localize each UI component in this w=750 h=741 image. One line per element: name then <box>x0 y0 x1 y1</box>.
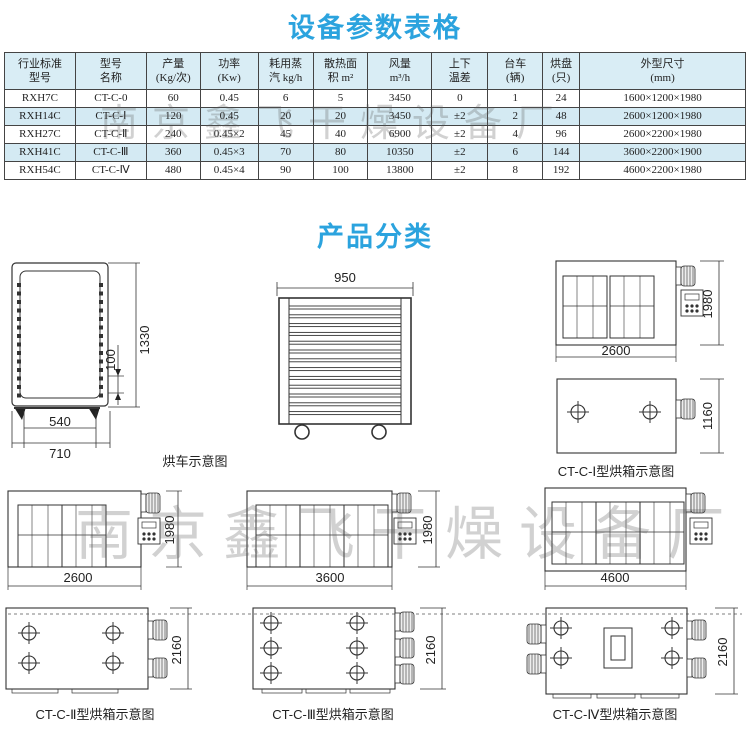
ct1-caption: CT-C-Ⅰ型烘箱示意图 <box>558 464 675 479</box>
table-cell: 48 <box>542 107 581 126</box>
table-cell: 0.45×2 <box>199 125 259 144</box>
dim-710: 710 <box>49 446 71 461</box>
table-cell: 6 <box>487 143 544 162</box>
ct2-dim-2160: 2160 <box>169 636 184 665</box>
ct2-caption: CT-C-Ⅱ型烘箱示意图 <box>35 707 154 722</box>
table-cell: 120 <box>145 107 201 126</box>
table-cell: 480 <box>145 161 201 180</box>
dim-540: 540 <box>49 414 71 429</box>
ct1-dim-2600: 2600 <box>602 343 631 358</box>
table-cell: 6 <box>257 89 314 108</box>
table-cell: 4 <box>487 125 544 144</box>
cart-caption: 烘车示意图 <box>162 454 227 469</box>
cart-front-view <box>276 282 414 440</box>
ct3-dim-3600: 3600 <box>316 570 345 585</box>
table-header-row: 行业标准型号 型号名称 产量(Kg/次) 功率(Kw) 耗用蒸汽 kg/h 散热… <box>4 52 746 90</box>
table-cell: ±2 <box>431 161 489 180</box>
table-cell: 80 <box>312 143 369 162</box>
table-cell: 3450 <box>367 107 433 126</box>
table-cell: 144 <box>542 143 581 162</box>
ct3-dim-2160: 2160 <box>423 636 438 665</box>
table-cell: 4600×2200×1980 <box>579 161 746 180</box>
header-cell: 耗用蒸汽 kg/h <box>257 52 314 90</box>
table-cell: ±2 <box>431 143 489 162</box>
header-cell: 烘盘(只) <box>542 52 581 90</box>
header-cell: 台车(辆) <box>487 52 544 90</box>
table-cell: RXH14C <box>4 107 76 126</box>
ct1-front-view <box>555 260 724 362</box>
table-cell: 192 <box>542 161 581 180</box>
table-cell: 360 <box>145 143 201 162</box>
ct1-dim-1980: 1980 <box>700 290 715 319</box>
ct4-front-view <box>544 487 713 590</box>
ct3-dim-1980: 1980 <box>420 516 435 545</box>
header-cell: 行业标准型号 <box>4 52 76 90</box>
dim-950: 950 <box>334 270 356 285</box>
ct4-top-view <box>526 607 738 699</box>
ct3-caption: CT-C-Ⅲ型烘箱示意图 <box>272 707 394 722</box>
ct4-dim-4600: 4600 <box>601 570 630 585</box>
table-cell: 3450 <box>367 89 433 108</box>
ct4-caption: CT-C-Ⅳ型烘箱示意图 <box>553 707 678 722</box>
ct3-front-view <box>246 490 440 590</box>
table-cell: 20 <box>257 107 314 126</box>
dim-1330: 1330 <box>137 326 152 355</box>
table-cell: 0.45 <box>199 107 259 126</box>
cart-side-view <box>11 262 140 448</box>
header-cell: 产量(Kg/次) <box>145 52 201 90</box>
table-cell: 0.45×4 <box>199 161 259 180</box>
ct3-top-view <box>252 607 446 694</box>
table-cell: RXH7C <box>4 89 76 108</box>
table-cell: 96 <box>542 125 581 144</box>
params-table: 行业标准型号 型号名称 产量(Kg/次) 功率(Kw) 耗用蒸汽 kg/h 散热… <box>4 52 746 180</box>
ct2-top-view <box>5 607 192 694</box>
table-cell: RXH54C <box>4 161 76 180</box>
ct2-dim-2600: 2600 <box>64 570 93 585</box>
table-cell: RXH27C <box>4 125 76 144</box>
ct1-dim-1160: 1160 <box>700 402 715 430</box>
table-cell: 6900 <box>367 125 433 144</box>
table-cell: CT-C-Ⅳ <box>74 161 147 180</box>
table-cell: 90 <box>257 161 314 180</box>
dim-100: 100 <box>103 349 118 371</box>
table-cell: CT-C-Ⅲ <box>74 143 147 162</box>
table-cell: 5 <box>312 89 369 108</box>
table-cell: 0.45×3 <box>199 143 259 162</box>
table-cell: 2 <box>487 107 544 126</box>
header-cell: 上下温差 <box>431 52 489 90</box>
table-cell: 13800 <box>367 161 433 180</box>
header-cell: 外型尺寸(mm) <box>579 52 746 90</box>
table-cell: 1600×1200×1980 <box>579 89 746 108</box>
title-params: 设备参数表格 <box>288 13 462 44</box>
ct2-dim-1980: 1980 <box>162 516 177 545</box>
ct1-top-view <box>556 378 724 454</box>
ct4-dim-2160: 2160 <box>715 638 730 667</box>
table-cell: 60 <box>145 89 201 108</box>
table-cell: 2600×1200×1980 <box>579 107 746 126</box>
ct2-front-view <box>7 490 182 590</box>
title-products: 产品分类 <box>317 222 433 253</box>
